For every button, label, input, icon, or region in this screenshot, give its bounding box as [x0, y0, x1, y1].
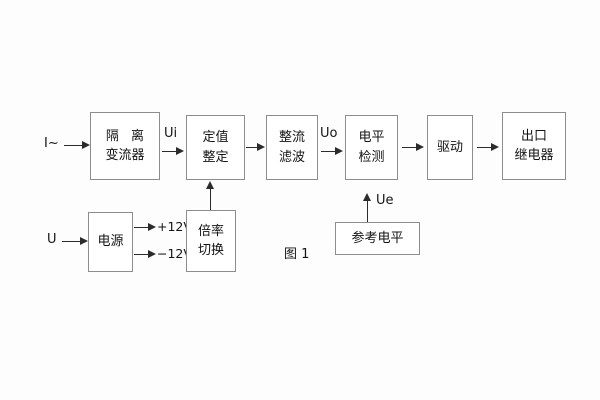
block-reference-level: 参考电平: [335, 222, 420, 255]
block-setting-adjust-line2: 整定: [202, 149, 229, 165]
block-rectify-filter-line1: 整流: [278, 130, 305, 145]
connector-rectify-to-level: [321, 151, 337, 152]
rail-pos-12v-label: +12V: [157, 219, 192, 234]
connector-ratio-to-setting: [210, 188, 211, 210]
connector-voltage-to-power: [62, 241, 82, 242]
block-reference-level-line1: 参考电平: [351, 230, 404, 246]
arrowhead-setting-to-rectify: [257, 142, 265, 151]
connector-level-to-drive: [402, 147, 418, 148]
block-level-detect-line1: 电平: [358, 130, 385, 145]
voltage-input-label: U: [47, 232, 57, 247]
connector-drive-to-relay: [477, 147, 493, 148]
arrowhead-ratio-to-setting: [205, 181, 214, 189]
arrowhead-drive-to-relay: [491, 142, 499, 151]
block-ratio-switch-line2: 切换: [197, 243, 224, 258]
arrowhead-isolation-to-setting: [176, 146, 184, 155]
connector-rail-neg-12v: [134, 254, 151, 255]
arrowhead-level-to-drive: [416, 142, 424, 151]
connector-current-to-isolation: [64, 145, 84, 146]
block-output-relay: 出口 继电器: [502, 112, 566, 180]
block-level-detect-line2: 检测: [358, 149, 385, 165]
block-setting-adjust: 定值 整定: [186, 115, 245, 180]
connector-isolation-to-setting: [162, 151, 178, 152]
block-isolation-transformer: 隔 离 变流器: [90, 112, 160, 180]
arrowhead-rail-neg-12v: [148, 249, 156, 258]
block-rectify-filter-line2: 滤波: [278, 149, 305, 165]
block-rectify-filter: 整流 滤波: [266, 115, 318, 180]
arrowhead-rail-pos-12v: [148, 222, 156, 231]
block-drive-line1: 驱动: [436, 139, 463, 155]
connector-rail-pos-12v: [134, 227, 151, 228]
block-ratio-switch: 倍率 切换: [186, 210, 236, 272]
arrowhead-current-to-isolation: [82, 140, 90, 149]
block-setting-adjust-line1: 定值: [202, 130, 229, 145]
signal-ue-label: Ue: [376, 193, 394, 208]
signal-ui-label: Ui: [164, 126, 178, 141]
block-output-relay-line2: 继电器: [514, 148, 554, 163]
block-power-supply-line1: 电源: [97, 234, 124, 250]
arrowhead-reference-to-level: [362, 193, 371, 201]
rail-neg-12v-label: −12V: [157, 246, 192, 261]
arrowhead-voltage-to-power: [80, 236, 88, 245]
block-isolation-transformer-line2: 变流器: [105, 148, 145, 163]
signal-uo-label: Uo: [320, 126, 338, 141]
arrowhead-rectify-to-level: [335, 146, 343, 155]
current-input-label: I~: [44, 136, 59, 151]
block-ratio-switch-line1: 倍率: [197, 223, 224, 239]
connector-setting-to-rectify: [246, 147, 258, 148]
block-power-supply: 电源: [88, 212, 133, 272]
block-isolation-transformer-line1: 隔 离: [105, 128, 149, 144]
block-drive: 驱动: [427, 115, 473, 180]
figure-caption: 图 1: [284, 247, 310, 262]
block-level-detect: 电平 检测: [345, 115, 398, 180]
connector-reference-to-level: [367, 200, 368, 222]
block-output-relay-line1: 出口: [520, 128, 547, 144]
